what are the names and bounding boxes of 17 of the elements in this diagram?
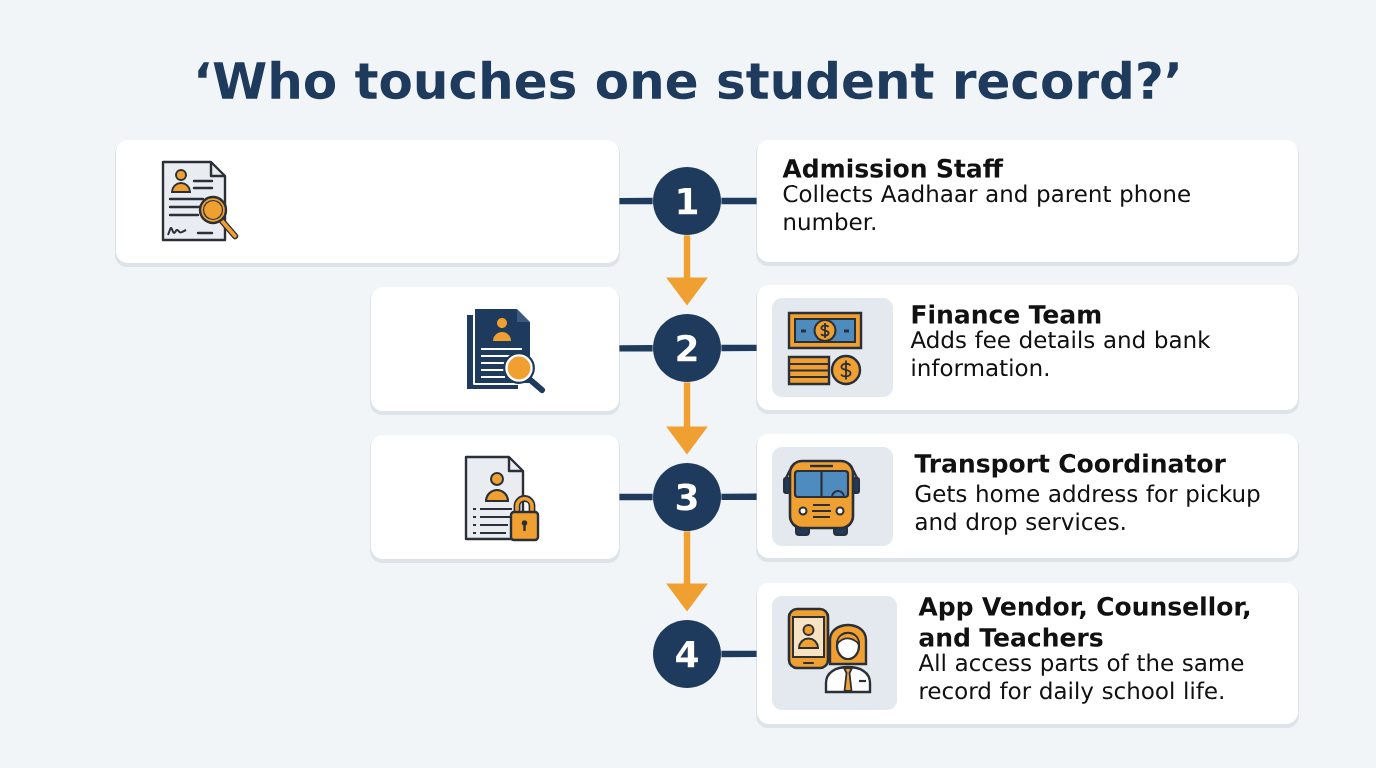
card-title: Transport Coordinator: [914, 453, 1226, 478]
card-text: Gets home address for pickup and drop services.: [915, 484, 1260, 535]
connector-line: [721, 197, 757, 205]
card-text: Collects Aadhaar and parent phone number.: [783, 184, 1190, 231]
connector-line: [619, 197, 653, 205]
card-title: Finance Team: [912, 304, 1101, 324]
connector-line: [721, 493, 757, 501]
connector-line: [721, 344, 757, 352]
card-title: Admission Staff: [782, 158, 1004, 178]
card-text: All access parts of the same record for daily school life.: [918, 653, 1244, 704]
title: ‘Who touches one student record?’: [198, 60, 1178, 100]
connector-line: [721, 650, 757, 658]
connector-line: [619, 493, 653, 501]
card: [115, 140, 620, 267]
card-title: App Vendor, Counsellor, and Teachers: [918, 596, 1250, 647]
connector-line: [619, 345, 653, 352]
card-text: Adds fee details and bank information.: [910, 330, 1211, 377]
